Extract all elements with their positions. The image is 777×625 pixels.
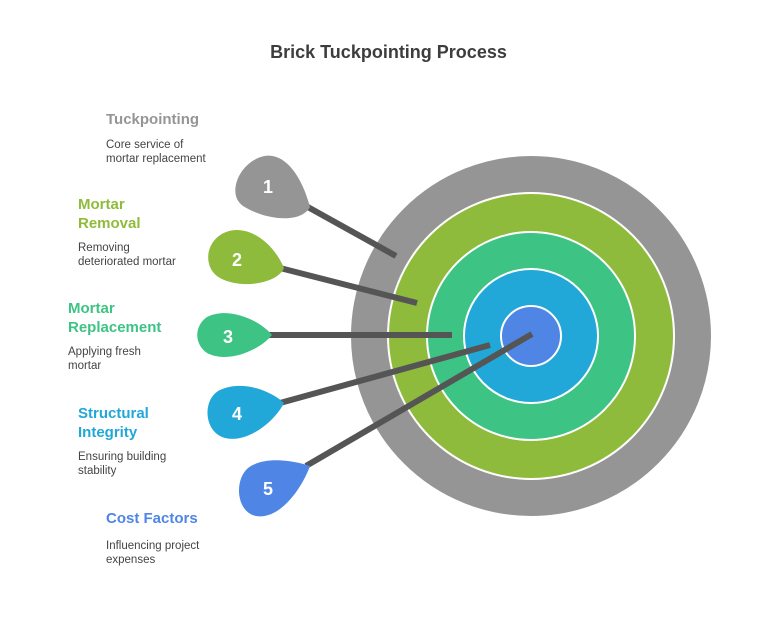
step-label-1: Tuckpointing Core service of mortar repl… <box>106 110 276 166</box>
step-heading-5: Cost Factors <box>106 510 198 527</box>
dart-head-1 <box>235 155 310 219</box>
dart-head-5 <box>238 460 310 517</box>
dart-number-5: 5 <box>263 479 273 499</box>
diagram-title: Brick Tuckpointing Process <box>270 42 507 62</box>
step-heading-3: Mortar Replacement <box>68 300 162 336</box>
dart-number-2: 2 <box>232 250 242 270</box>
arrow-shaft-5 <box>304 331 534 469</box>
dart-heads <box>197 155 310 517</box>
step-label-2: Mortar Removal Removing deteriorated mor… <box>78 195 248 269</box>
dart-head-4 <box>207 385 284 439</box>
step-description-3: Applying fresh mortar <box>68 346 141 372</box>
dart-number-1: 1 <box>263 177 273 197</box>
dart-head-3 <box>197 313 272 357</box>
arrow-shafts <box>268 203 534 469</box>
arrow-shaft-4 <box>279 342 491 406</box>
step-heading-1: Tuckpointing <box>106 111 200 128</box>
arrow-shaft-1 <box>304 203 398 259</box>
step-heading-2: Mortar Removal <box>78 196 141 232</box>
step-description-5: Influencing project expenses <box>106 540 200 566</box>
step-heading-4: Structural Integrity <box>78 405 149 441</box>
dart-number-3: 3 <box>223 327 233 347</box>
arrow-shaft-2 <box>279 265 418 306</box>
step-label-4: Structural Integrity Ensuring building s… <box>78 404 248 478</box>
dart-head-2 <box>208 229 284 285</box>
dart-numbers: 1 2 3 4 5 <box>223 177 273 499</box>
dart-number-4: 4 <box>232 404 242 424</box>
step-label-5: Cost Factors Influencing project expense… <box>106 509 276 567</box>
step-description-4: Ensuring building stability <box>78 451 167 477</box>
step-description-1: Core service of mortar replacement <box>106 139 206 165</box>
step-description-2: Removing deteriorated mortar <box>78 242 176 268</box>
step-label-3: Mortar Replacement Applying fresh mortar <box>68 299 238 373</box>
